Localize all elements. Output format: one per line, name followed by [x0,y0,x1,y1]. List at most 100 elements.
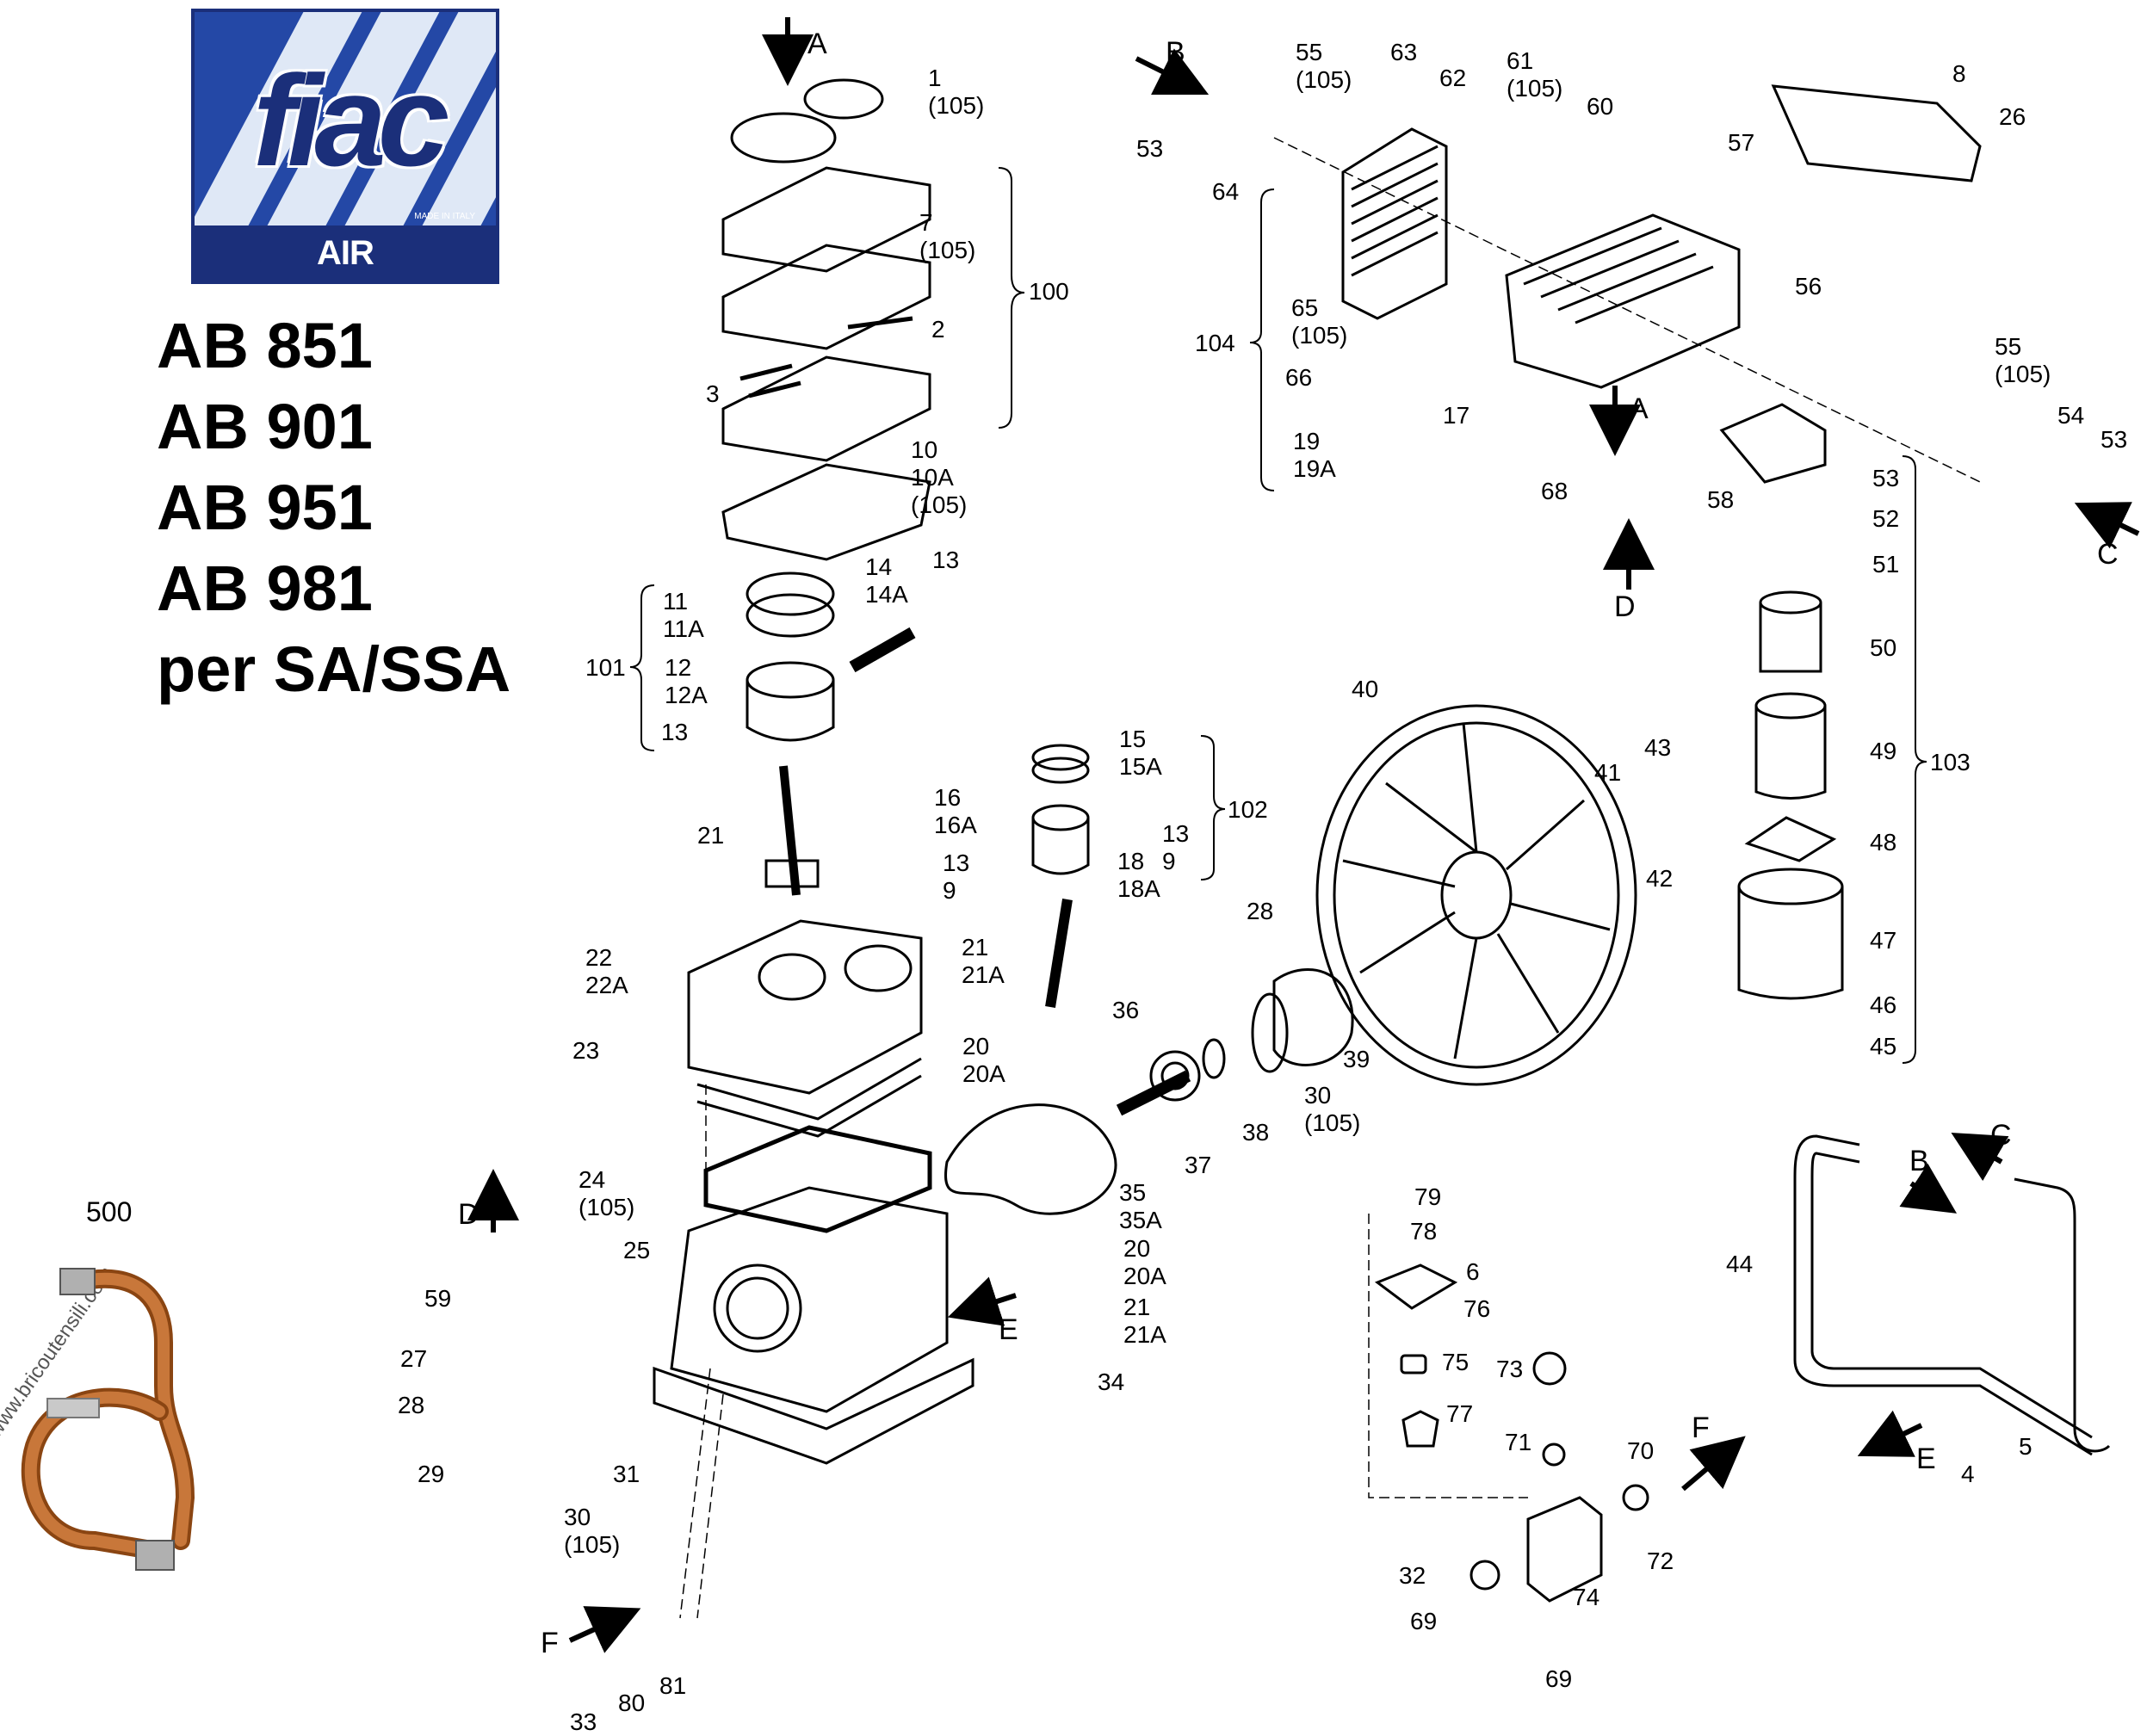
part-number-callout: 79 [1414,1183,1441,1210]
callout-line: 31 [613,1461,640,1487]
callout-line: 39 [1343,1046,1370,1072]
part-number-callout: 72 [1647,1548,1674,1574]
callout-line: 32 [1399,1562,1426,1589]
part-number-callout: 28 [1247,898,1273,924]
part-number-callout: 56 [1795,273,1822,300]
part-number-callout: 61(105) [1507,47,1562,102]
callout-line: 71 [1505,1429,1531,1455]
callout-line: 22 [585,944,612,971]
part-number-callout: 57 [1728,129,1754,156]
callout-line: 25 [623,1237,650,1263]
callout-line: 21A [962,961,1005,988]
part-number-callout: 70 [1627,1437,1654,1464]
callout-line: 13 [661,719,688,745]
callout-line: (105) [1304,1109,1360,1136]
part-number-callout: 59 [424,1285,451,1312]
callout-line: 18 [1117,848,1144,874]
callout-line: 58 [1707,486,1734,513]
part-number-callout: 24(105) [579,1166,634,1220]
callout-line: 15A [1119,753,1162,780]
callout-line: 35 [1119,1179,1146,1206]
part-number-callout: 7(105) [919,209,975,263]
part-number-callout: 33 [570,1708,597,1735]
callout-line: 10 [911,436,937,463]
part-number-callout: 55(105) [1995,333,2051,387]
callout-line: 20A [962,1060,1005,1087]
callout-line: 69 [1545,1665,1572,1692]
callout-line: 9 [1162,848,1176,874]
part-number-callout: 77 [1446,1400,1473,1427]
flow-arrows [467,17,2140,1653]
callout-line: 10A [911,464,954,491]
part-number-callout: 53 [1136,135,1163,162]
flywheel [1315,704,1637,1086]
part-number-callout: 1(105) [928,65,984,119]
callout-line: 26 [1999,103,2026,130]
part-number-callout: 13 [661,719,688,745]
callout-line: 12 [665,654,691,681]
callout-line: 8 [1952,60,1966,87]
callout-line: 19 [1293,428,1320,454]
group-label: 100 [1029,278,1069,305]
part-number-callout: 23 [572,1037,599,1064]
model-name: AB 851 [157,310,373,381]
part-number-callout: 25 [623,1237,650,1263]
callout-line: 21A [1123,1321,1166,1348]
callout-line: 21 [697,822,724,849]
callout-line: 30 [564,1504,591,1530]
part-number-callout: 69 [1410,1608,1437,1634]
callout-line: 65 [1291,294,1318,321]
callout-line: 15 [1119,726,1146,752]
part-number-callout: 50 [1870,634,1896,661]
part-number-callout: 37 [1185,1152,1211,1178]
part-number-callout: 52 [1872,505,1899,532]
flow-marker-C: C [2097,538,2119,571]
callout-line: 53 [1136,135,1163,162]
callout-line: 73 [1496,1356,1523,1382]
model-variant: per SA/SSA [157,633,511,705]
group-labels: 100 101 102 103 104 [585,278,1971,823]
part-number-callout: 31 [613,1461,640,1487]
part-number-callout: 53 [2101,426,2127,453]
part-number-callout: 74 [1573,1584,1599,1610]
callout-line: 56 [1795,273,1822,300]
logo-made-in-italy: MADE IN ITALY [414,212,475,221]
accessory-label: 500 [86,1196,133,1227]
callout-line: 6 [1466,1258,1480,1285]
callout-line: 46 [1870,992,1896,1018]
callout-line: 42 [1646,865,1673,892]
part-number-callout: 78 [1410,1218,1437,1245]
callout-line: 55 [1995,333,2021,360]
flow-marker-D: D [458,1198,480,1231]
part-number-callout: 2 [931,316,945,343]
part-number-callout: 58 [1707,486,1734,513]
callout-line: 20 [1123,1235,1150,1262]
part-number-callout: 8 [1952,60,1966,87]
callout-line: 63 [1390,39,1417,65]
callout-line: 12A [665,682,708,708]
part-number-callout: 5 [2019,1433,2033,1460]
callout-line: 52 [1872,505,1899,532]
flow-marker-E: E [1916,1443,1936,1475]
part-number-callout: 29 [418,1461,444,1487]
part-number-callout: 64 [1212,178,1239,205]
flow-marker-F: F [1692,1412,1710,1444]
callout-line: 70 [1627,1437,1654,1464]
flow-marker-A: A [1629,392,1649,425]
callout-line: 13 [932,547,959,573]
group-label: 104 [1195,330,1235,356]
callout-line: 81 [659,1672,686,1699]
part-number-callout: 69 [1545,1665,1572,1692]
callout-line: 69 [1410,1608,1437,1634]
part-number-callout: 32 [1399,1562,1426,1589]
callout-line: 16A [934,812,977,838]
callout-line: 64 [1212,178,1239,205]
